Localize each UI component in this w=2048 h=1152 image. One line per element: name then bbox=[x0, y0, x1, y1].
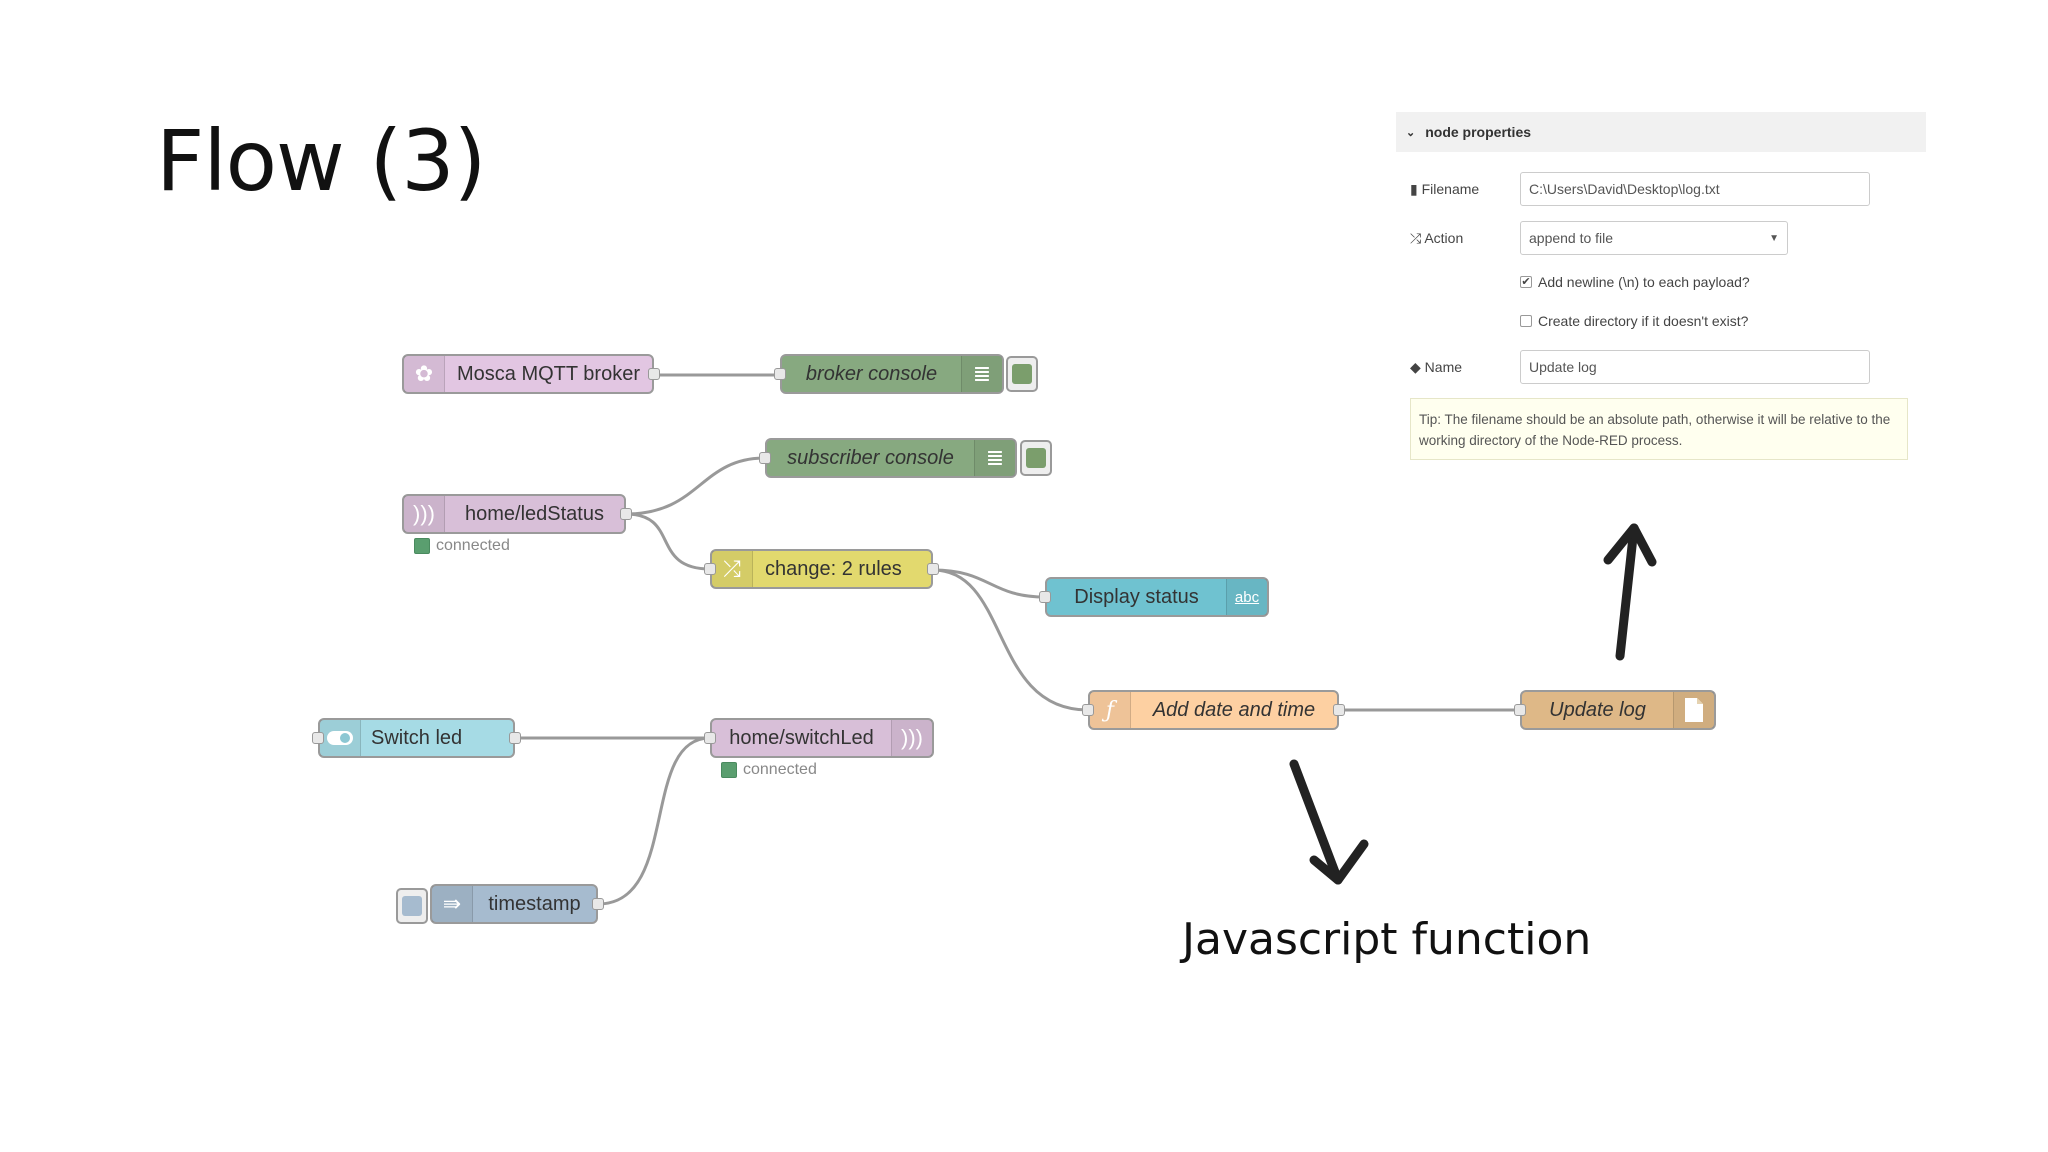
newline-checkbox-label: Add newline (\n) to each payload? bbox=[1538, 274, 1750, 290]
add-date-label: Add date and time bbox=[1152, 698, 1316, 721]
timestamp-label: timestamp bbox=[488, 892, 581, 915]
input-port[interactable] bbox=[759, 452, 771, 464]
change-label: change: 2 rules bbox=[765, 557, 902, 580]
output-port[interactable] bbox=[1333, 704, 1345, 716]
function-icon: ƒ bbox=[1090, 692, 1131, 728]
slide-title: Flow (3) bbox=[156, 112, 486, 210]
action-label: ⤮ Action bbox=[1410, 230, 1520, 247]
subscriber-console-node[interactable]: subscriber console ≣ bbox=[759, 438, 1017, 478]
filename-label-text: Filename bbox=[1421, 180, 1480, 197]
switch-led-label: Switch led bbox=[371, 726, 463, 749]
output-port[interactable] bbox=[927, 563, 939, 575]
switch-led-status-text: connected bbox=[743, 761, 817, 778]
timestamp-inject-node[interactable]: ⇛ timestamp bbox=[430, 884, 604, 924]
output-port[interactable] bbox=[509, 732, 521, 744]
subscriber-console-label: subscriber console bbox=[787, 446, 954, 469]
wire-ledstatus-subscriber bbox=[625, 456, 766, 516]
inject-arrow-icon: ⇛ bbox=[432, 886, 473, 922]
change-node[interactable]: ⤮ change: 2 rules bbox=[704, 549, 939, 589]
createdir-checkbox-label: Create directory if it doesn't exist? bbox=[1538, 313, 1749, 329]
input-port[interactable] bbox=[1514, 704, 1526, 716]
filename-label: ▮ Filename bbox=[1410, 181, 1520, 198]
connected-indicator bbox=[414, 538, 430, 554]
createdir-checkbox-row[interactable]: Create directory if it doesn't exist? bbox=[1520, 313, 1748, 329]
update-log-file-node[interactable]: Update log bbox=[1514, 690, 1716, 730]
led-status-connection-status: connected bbox=[414, 537, 510, 555]
mosca-label: Mosca MQTT broker bbox=[457, 362, 640, 385]
input-port[interactable] bbox=[312, 732, 324, 744]
newline-checkbox-row[interactable]: ✔ Add newline (\n) to each payload? bbox=[1520, 274, 1750, 290]
action-select[interactable]: append to file ▼ bbox=[1520, 221, 1788, 255]
input-port[interactable] bbox=[774, 368, 786, 380]
led-status-label: home/ledStatus bbox=[465, 502, 604, 525]
panel-header-label: node properties bbox=[1425, 124, 1532, 140]
display-status-node[interactable]: Display status abc bbox=[1039, 577, 1269, 617]
switch-led-mqtt-node[interactable]: home/switchLed ))) bbox=[704, 718, 934, 758]
debug-list-icon: ≣ bbox=[961, 356, 1002, 392]
action-label-text: Action bbox=[1424, 229, 1464, 246]
createdir-checkbox[interactable] bbox=[1520, 315, 1532, 327]
output-port[interactable] bbox=[592, 898, 604, 910]
file-icon bbox=[1673, 692, 1714, 728]
broker-console-label: broker console bbox=[805, 362, 938, 385]
node-properties-panel: ⌄ node properties ▮ Filename C:\Users\Da… bbox=[1396, 112, 1926, 472]
output-port[interactable] bbox=[620, 508, 632, 520]
add-date-function-node[interactable]: ƒ Add date and time bbox=[1082, 690, 1345, 730]
subscriber-console-toggle-button[interactable] bbox=[1020, 440, 1052, 476]
shuffle-icon: ⤮ bbox=[1410, 229, 1422, 246]
wire-ledstatus-change bbox=[625, 512, 711, 571]
filename-input[interactable]: C:\Users\David\Desktop\log.txt bbox=[1520, 172, 1870, 206]
wire-change-adddate bbox=[932, 568, 1089, 712]
toggle-switch-icon bbox=[320, 720, 361, 756]
mqtt-out-icon: ))) bbox=[891, 720, 932, 756]
mosca-broker-node[interactable]: ✿ Mosca MQTT broker bbox=[402, 354, 660, 394]
name-input[interactable]: Update log bbox=[1520, 350, 1870, 384]
action-select-value: append to file bbox=[1529, 230, 1614, 246]
tag-icon: ◆ bbox=[1410, 358, 1421, 375]
led-status-status-text: connected bbox=[436, 537, 510, 554]
broker-icon: ✿ bbox=[404, 356, 445, 392]
action-row: ⤮ Action append to file ▼ bbox=[1410, 221, 1788, 255]
text-icon: abc bbox=[1226, 579, 1267, 615]
name-label: ◆ Name bbox=[1410, 359, 1520, 376]
led-status-mqtt-node[interactable]: ))) home/ledStatus bbox=[402, 494, 632, 534]
shuffle-icon: ⤮ bbox=[712, 551, 753, 587]
input-port[interactable] bbox=[1082, 704, 1094, 716]
file-icon: ▮ bbox=[1410, 180, 1418, 197]
switch-led-mqtt-label: home/switchLed bbox=[729, 726, 874, 749]
display-status-label: Display status bbox=[1074, 585, 1199, 608]
switch-led-node[interactable]: Switch led bbox=[312, 718, 521, 758]
tip-box: Tip: The filename should be an absolute … bbox=[1410, 398, 1908, 460]
broker-console-node[interactable]: broker console ≣ bbox=[774, 354, 1004, 394]
input-port[interactable] bbox=[704, 732, 716, 744]
broker-console-toggle-button[interactable] bbox=[1006, 356, 1038, 392]
caret-down-icon: ▼ bbox=[1769, 232, 1779, 244]
arrow-up-icon bbox=[1603, 523, 1657, 661]
arrow-down-icon bbox=[1289, 759, 1369, 885]
connected-indicator bbox=[721, 762, 737, 778]
output-port[interactable] bbox=[648, 368, 660, 380]
chevron-down-icon: ⌄ bbox=[1406, 126, 1416, 139]
update-log-label: Update log bbox=[1549, 698, 1646, 721]
input-port[interactable] bbox=[704, 563, 716, 575]
wire-timestamp-mqtt bbox=[597, 736, 711, 906]
name-row: ◆ Name Update log bbox=[1410, 350, 1870, 384]
switch-led-connection-status: connected bbox=[721, 761, 817, 779]
input-port[interactable] bbox=[1039, 591, 1051, 603]
debug-list-icon: ≣ bbox=[974, 440, 1015, 476]
javascript-function-caption: Javascript function bbox=[1182, 914, 1592, 965]
wire-change-display bbox=[932, 568, 1046, 599]
panel-header[interactable]: ⌄ node properties bbox=[1396, 112, 1926, 152]
name-label-text: Name bbox=[1424, 358, 1463, 375]
newline-checkbox[interactable]: ✔ bbox=[1520, 275, 1532, 288]
mqtt-in-icon: ))) bbox=[404, 496, 445, 532]
timestamp-inject-button[interactable] bbox=[396, 888, 428, 924]
filename-row: ▮ Filename C:\Users\David\Desktop\log.tx… bbox=[1410, 172, 1870, 206]
